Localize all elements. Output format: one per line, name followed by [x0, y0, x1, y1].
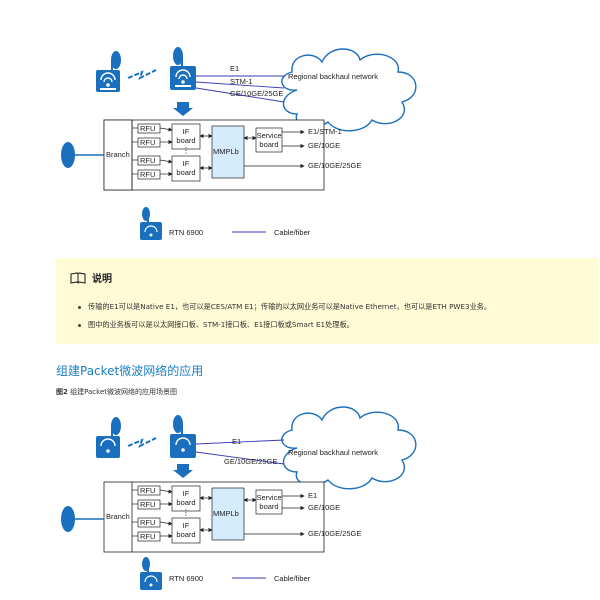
antenna-icon: [61, 142, 104, 168]
cloud-shape: [281, 48, 417, 132]
svg-text:⋮: ⋮: [182, 146, 190, 155]
note-list: 传输的E1可以是Native E1，也可以是CES/ATM E1；传输的以太网业…: [76, 298, 491, 334]
diagram-graphics: ⋮: [61, 47, 417, 240]
mmplb-label: MMPLb: [213, 147, 239, 156]
rfu-label: RFU: [140, 156, 156, 165]
link-label-e1: E1: [230, 64, 240, 73]
rfu-label: RFU: [140, 500, 156, 509]
service-board-label: Service board: [256, 131, 282, 149]
network-diagram-top: ⋮ E1: [52, 42, 422, 257]
legend-device-icon: [140, 557, 162, 590]
output-label: E1: [308, 491, 318, 500]
output-label: GE/10GE/25GE: [308, 161, 362, 170]
output-label: GE/10GE: [308, 141, 341, 150]
if-board-label: IF board: [176, 489, 196, 507]
antenna-icon: [61, 506, 104, 532]
microwave-link-icon: [127, 69, 157, 80]
expand-arrow-icon: [173, 464, 193, 478]
rfu-label: RFU: [140, 124, 156, 133]
link-label-ge: GE/10GE/25GE: [230, 89, 284, 98]
output-label: GE/10GE/25GE: [308, 529, 362, 538]
note-box: 说明 传输的E1可以是Native E1，也可以是CES/ATM E1；传输的以…: [56, 258, 599, 344]
diagram-graphics: ⋮: [61, 406, 417, 590]
output-label: GE/10GE: [308, 503, 341, 512]
network-diagram-bottom: ⋮ E1 GE/10GE/25GE Regional back: [52, 400, 422, 596]
cloud-label: Regional backhaul network: [288, 72, 379, 81]
output-label: E1/STM-1: [308, 127, 342, 136]
cloud-label: Regional backhaul network: [288, 448, 379, 457]
legend-line-label: Cable/fiber: [274, 228, 311, 237]
legend-device-label: RTN 6900: [169, 228, 204, 237]
link-label-stm1: STM-1: [230, 77, 253, 86]
if-board-label: IF board: [176, 127, 196, 145]
if-board-label: IF board: [176, 521, 196, 539]
note-title: 说明: [92, 274, 112, 285]
legend-line-label: Cable/fiber: [274, 574, 311, 583]
book-icon: [70, 271, 86, 284]
rfu-label: RFU: [140, 170, 156, 179]
remote-device-icon: [96, 51, 121, 92]
figure-number: 图2: [56, 388, 68, 396]
rfu-label: RFU: [140, 518, 156, 527]
note-item: 图中的业务板可以是以太网接口板、STM-1接口板、E1接口板或Smart E1处…: [76, 316, 491, 334]
if-board-label: IF board: [176, 159, 196, 177]
microwave-link-icon: [127, 437, 157, 448]
service-board-label: Service board: [256, 493, 282, 511]
figure-caption: 图2 组建Packet微波网络的应用场景图: [56, 387, 177, 397]
rfu-label: RFU: [140, 138, 156, 147]
expand-arrow-icon: [173, 102, 193, 116]
rfu-label: RFU: [140, 486, 156, 495]
note-item: 传输的E1可以是Native E1，也可以是CES/ATM E1；传输的以太网业…: [76, 298, 491, 316]
section-heading: 组建Packet微波网络的应用: [56, 364, 204, 378]
link-label-ge: GE/10GE/25GE: [224, 457, 278, 466]
branch-label: Branch: [106, 512, 130, 521]
hub-device-icon: [170, 47, 196, 90]
note-header: 说明: [70, 270, 112, 285]
legend-device-label: RTN 6900: [169, 574, 204, 583]
link-label-e1: E1: [232, 437, 242, 446]
hub-device-icon: [170, 415, 196, 458]
figure-caption-text: 组建Packet微波网络的应用场景图: [70, 388, 178, 396]
mmplb-label: MMPLb: [213, 509, 239, 518]
svg-text:⋮: ⋮: [182, 508, 190, 517]
legend-device-icon: [140, 207, 162, 240]
rfu-label: RFU: [140, 532, 156, 541]
branch-label: Branch: [106, 150, 130, 159]
remote-device-icon: [96, 417, 121, 458]
